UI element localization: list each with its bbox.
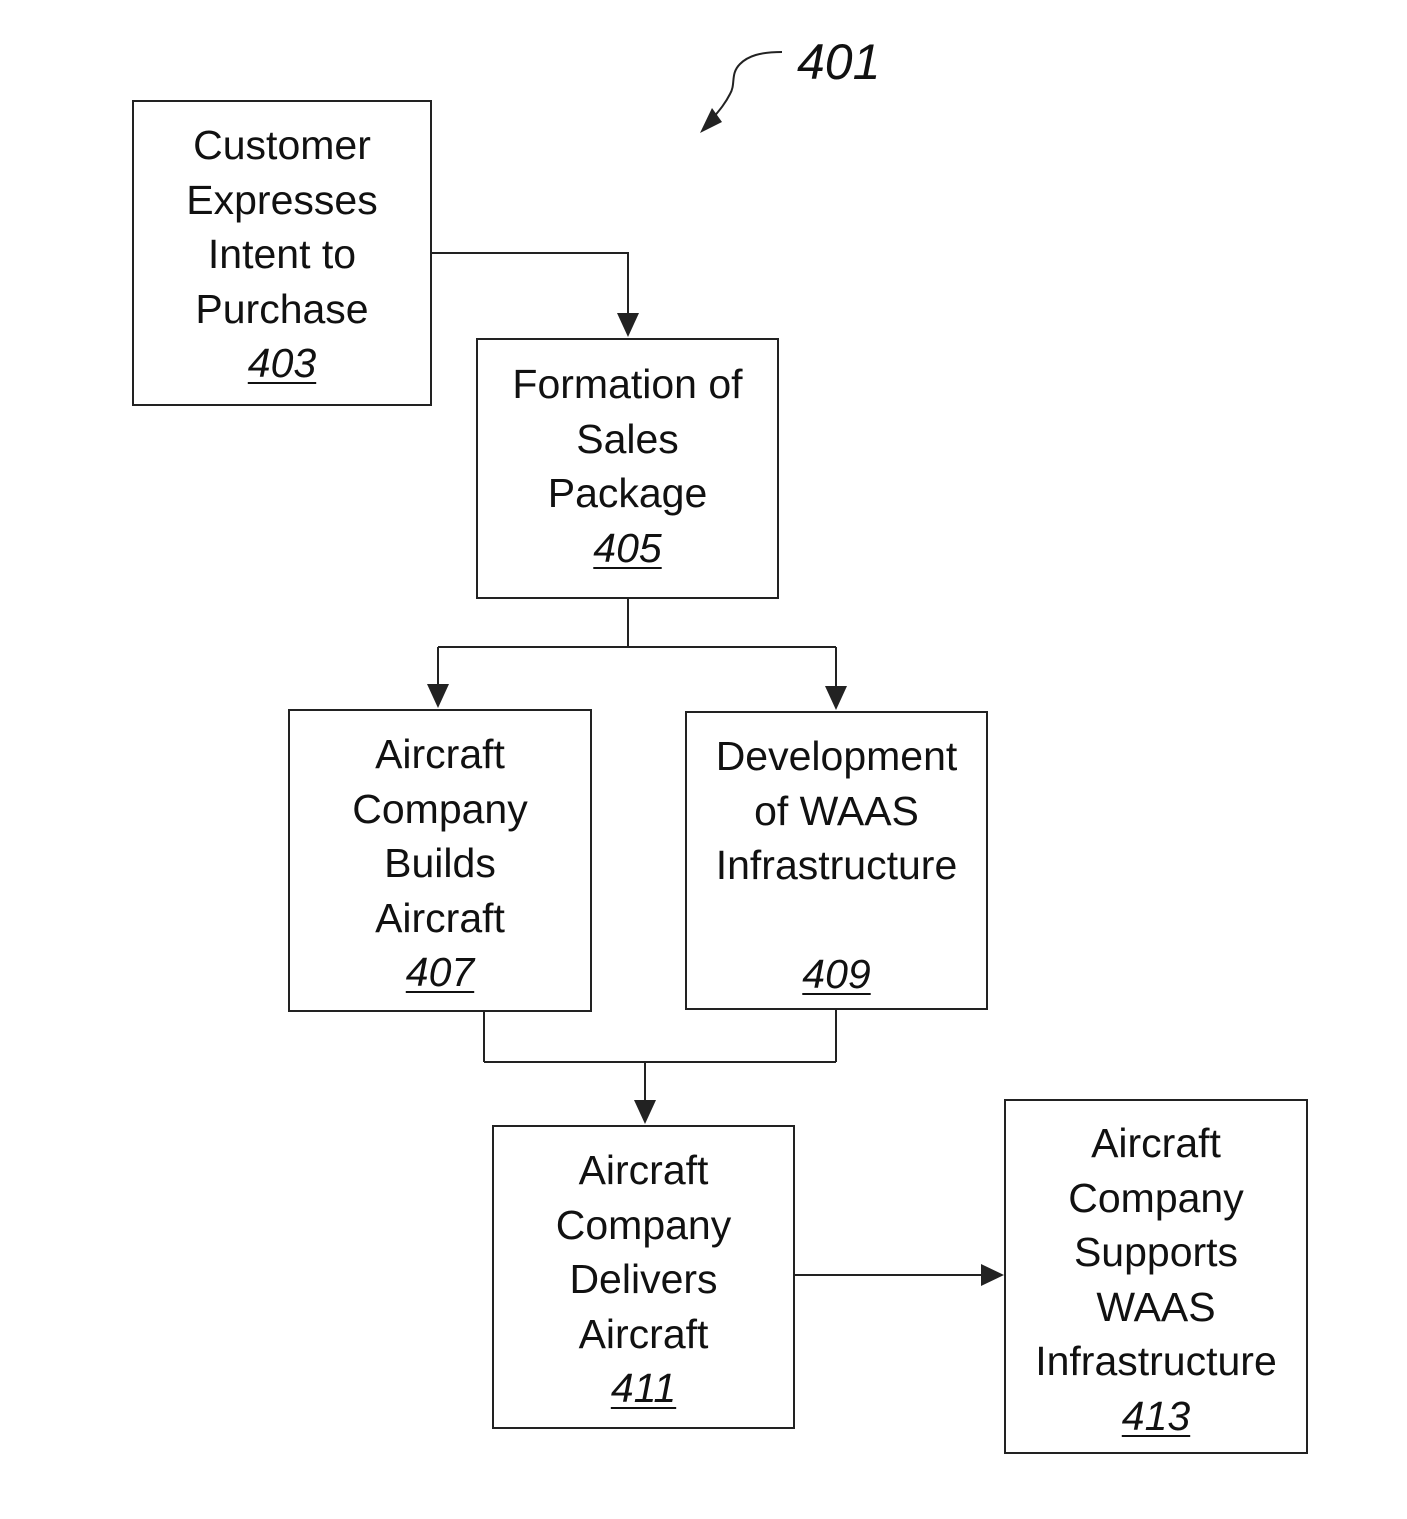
step-reference-number: 403 — [248, 336, 316, 391]
arrowhead-into-413 — [981, 1264, 1004, 1286]
box-text-line: WAAS — [1096, 1280, 1215, 1335]
box-text-line: Infrastructure — [716, 838, 958, 893]
box-text-line: Aircraft — [1091, 1116, 1221, 1171]
step-box-waas-development: Development of WAAS Infrastructure 409 — [685, 711, 988, 1010]
step-box-builds-aircraft: Aircraft Company Builds Aircraft 407 — [288, 709, 592, 1012]
box-text-line: Company — [352, 782, 527, 837]
arrowhead-into-411 — [634, 1100, 656, 1124]
step-reference-number: 407 — [406, 945, 474, 1000]
step-reference-number: 409 — [802, 947, 870, 1002]
step-reference-number: 411 — [611, 1361, 676, 1416]
figure-number-label: 401 — [797, 34, 880, 90]
step-reference-number: 405 — [593, 521, 661, 576]
step-box-delivers-aircraft: Aircraft Company Delivers Aircraft 411 — [492, 1125, 795, 1429]
box-text-line: Development — [716, 729, 958, 784]
box-text-line: Builds — [384, 836, 496, 891]
box-text-line: Aircraft — [579, 1307, 709, 1362]
box-text-line: Aircraft — [375, 891, 505, 946]
box-text-line: Aircraft — [375, 727, 505, 782]
box-text-line: Supports — [1074, 1225, 1238, 1280]
figure-leader-line — [708, 52, 782, 124]
step-reference-number: 413 — [1122, 1389, 1190, 1444]
step-box-supports-waas: Aircraft Company Supports WAAS Infrastru… — [1004, 1099, 1308, 1454]
box-text-line: Package — [548, 466, 708, 521]
arrowhead-into-405 — [617, 313, 639, 337]
connector-403-to-405 — [432, 253, 628, 314]
box-text-line: Aircraft — [579, 1143, 709, 1198]
box-text-line: Formation of — [512, 357, 742, 412]
box-text-line: Company — [556, 1198, 731, 1253]
box-text-line: Company — [1068, 1171, 1243, 1226]
box-text-line: of WAAS — [754, 784, 919, 839]
box-text-line: Infrastructure — [1035, 1334, 1277, 1389]
box-text-line: Purchase — [195, 282, 368, 337]
step-box-customer-intent: Customer Expresses Intent to Purchase 40… — [132, 100, 432, 406]
box-text-line: Intent to — [208, 227, 356, 282]
step-box-sales-package: Formation of Sales Package 405 — [476, 338, 779, 599]
arrowhead-into-407 — [427, 684, 449, 708]
box-text-line: Delivers — [569, 1252, 717, 1307]
arrowhead-into-409 — [825, 686, 847, 710]
box-text-line: Customer — [193, 118, 371, 173]
box-text-line: Expresses — [186, 173, 377, 228]
box-text-line: Sales — [576, 412, 679, 467]
